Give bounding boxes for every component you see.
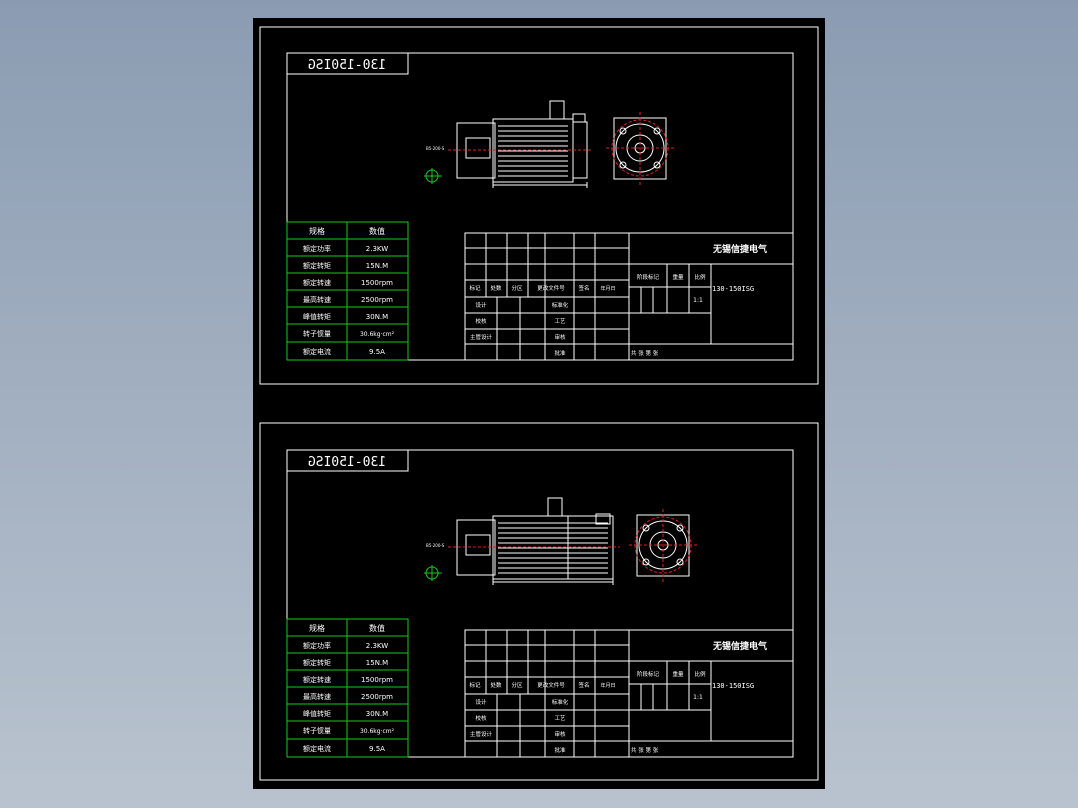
drawing-sheet: 130-150ISG B5-2 bbox=[259, 422, 819, 781]
spec-header-name: 规格 bbox=[309, 226, 325, 236]
sheet-outer-border bbox=[259, 422, 819, 781]
spec-row-value: 9.5A bbox=[369, 745, 385, 753]
title-block: 标记 处数 分区 更改文件号 签名 年月日 设计 标准化 校核 工艺 主管设计 … bbox=[464, 232, 794, 361]
signoff-label: 设计 bbox=[475, 698, 487, 706]
drawing-number-box bbox=[286, 449, 409, 472]
title-block: 标记 处数 分区 更改文件号 签名 年月日 设计 标准化 校核 工艺 主管设计 … bbox=[464, 629, 794, 758]
revision-header-cell: 年月日 bbox=[600, 682, 615, 689]
revision-header-cell: 年月日 bbox=[600, 285, 615, 292]
signoff-label: 工艺 bbox=[554, 318, 566, 325]
scale-value: 1:1 bbox=[693, 694, 703, 701]
revision-header-cell: 更改文件号 bbox=[537, 681, 565, 689]
stage-header: 比例 bbox=[694, 670, 706, 678]
revision-header-cell: 签名 bbox=[578, 681, 589, 689]
spec-table: 规格 数值 额定功率 2.3KW 额定转矩 15N.M 额定转速 1500rpm… bbox=[286, 221, 409, 361]
signoff-label: 标准化 bbox=[552, 301, 569, 309]
spec-table: 规格 数值 额定功率 2.3KW 额定转矩 15N.M 额定转速 1500rpm… bbox=[286, 618, 409, 758]
stage-header: 重量 bbox=[672, 670, 684, 678]
revision-header-cell: 分区 bbox=[511, 681, 523, 689]
part-number: 130-150ISG bbox=[712, 682, 754, 690]
signoff-label: 主管设计 bbox=[470, 333, 493, 341]
motor-end-view bbox=[606, 112, 674, 186]
signoff-label: 标准化 bbox=[552, 698, 569, 706]
spec-row-name: 最高转速 bbox=[303, 295, 331, 304]
spec-row-name: 峰值转矩 bbox=[303, 312, 331, 321]
sheet-count-label: 共 张 第 张 bbox=[631, 746, 659, 754]
drawing-number-label: 130-150ISG bbox=[308, 455, 386, 470]
spec-row-name: 额定电流 bbox=[303, 347, 331, 356]
sheet-count-label: 共 张 第 张 bbox=[631, 349, 659, 357]
spec-row-value: 2.3KW bbox=[366, 642, 388, 650]
spec-row-name: 额定转速 bbox=[303, 675, 331, 684]
dimension-label: B5-200-S bbox=[426, 543, 445, 548]
spec-row-value: 30.6kg·cm² bbox=[360, 331, 395, 338]
spec-row-name: 额定功率 bbox=[303, 244, 331, 253]
drawing-sheet: 130-150ISG B5-2 bbox=[259, 26, 819, 385]
spec-row-name: 额定转矩 bbox=[303, 261, 331, 270]
sheet-outer-border bbox=[259, 26, 819, 385]
signoff-label: 主管设计 bbox=[470, 730, 493, 738]
spec-row-value: 2500rpm bbox=[361, 296, 393, 304]
spec-row-value: 30N.M bbox=[366, 710, 388, 718]
stage-header: 阶段标记 bbox=[637, 670, 660, 678]
signoff-label: 设计 bbox=[475, 301, 487, 309]
revision-header-cell: 签名 bbox=[578, 284, 589, 292]
drawing-number-label: 130-150ISG bbox=[308, 58, 386, 73]
dimension-label: B5-200-S bbox=[426, 146, 445, 151]
revision-header-cell: 处数 bbox=[490, 284, 502, 292]
spec-row-name: 额定转速 bbox=[303, 278, 331, 287]
spec-row-name: 最高转速 bbox=[303, 692, 331, 701]
signoff-label: 校核 bbox=[475, 714, 487, 722]
motor-end-view bbox=[629, 509, 697, 583]
revision-header-cell: 处数 bbox=[490, 681, 502, 689]
spec-row-value: 2500rpm bbox=[361, 693, 393, 701]
spec-row-name: 转子惯量 bbox=[303, 329, 331, 338]
spec-row-value: 1500rpm bbox=[361, 279, 393, 287]
part-number: 130-150ISG bbox=[712, 285, 754, 293]
stage-header: 重量 bbox=[672, 273, 684, 281]
signoff-label: 批准 bbox=[554, 746, 566, 754]
stage-header: 阶段标记 bbox=[637, 273, 660, 281]
spec-row-name: 额定功率 bbox=[303, 641, 331, 650]
spec-row-value: 2.3KW bbox=[366, 245, 388, 253]
company-title: 无锡信捷电气 bbox=[712, 243, 767, 255]
revision-header-cell: 标记 bbox=[469, 681, 481, 689]
signoff-label: 批准 bbox=[554, 349, 566, 357]
spec-header-value: 数值 bbox=[369, 226, 385, 236]
signoff-label: 审核 bbox=[554, 730, 566, 738]
signoff-label: 审核 bbox=[554, 333, 566, 341]
spec-header-value: 数值 bbox=[369, 623, 385, 633]
spec-row-value: 15N.M bbox=[366, 659, 388, 667]
spec-row-value: 9.5A bbox=[369, 348, 385, 356]
company-title: 无锡信捷电气 bbox=[712, 640, 767, 652]
spec-row-name: 转子惯量 bbox=[303, 726, 331, 735]
stage-header: 比例 bbox=[694, 273, 706, 281]
spec-row-value: 30.6kg·cm² bbox=[360, 728, 395, 735]
spec-row-value: 15N.M bbox=[366, 262, 388, 270]
spec-row-name: 额定电流 bbox=[303, 744, 331, 753]
revision-header-cell: 更改文件号 bbox=[537, 284, 565, 292]
motor-side-view: B5-200-S bbox=[424, 497, 620, 585]
spec-row-name: 额定转矩 bbox=[303, 658, 331, 667]
spec-row-value: 30N.M bbox=[366, 313, 388, 321]
motor-side-view: B5-200-S bbox=[424, 100, 592, 188]
spec-row-value: 1500rpm bbox=[361, 676, 393, 684]
model-space-canvas[interactable] bbox=[253, 18, 825, 789]
scale-value: 1:1 bbox=[693, 297, 703, 304]
revision-header-cell: 标记 bbox=[469, 284, 481, 292]
spec-row-name: 峰值转矩 bbox=[303, 709, 331, 718]
drawing-number-box bbox=[286, 52, 409, 75]
revision-header-cell: 分区 bbox=[511, 284, 523, 292]
spec-header-name: 规格 bbox=[309, 623, 325, 633]
signoff-label: 工艺 bbox=[554, 715, 566, 722]
signoff-label: 校核 bbox=[475, 317, 487, 325]
